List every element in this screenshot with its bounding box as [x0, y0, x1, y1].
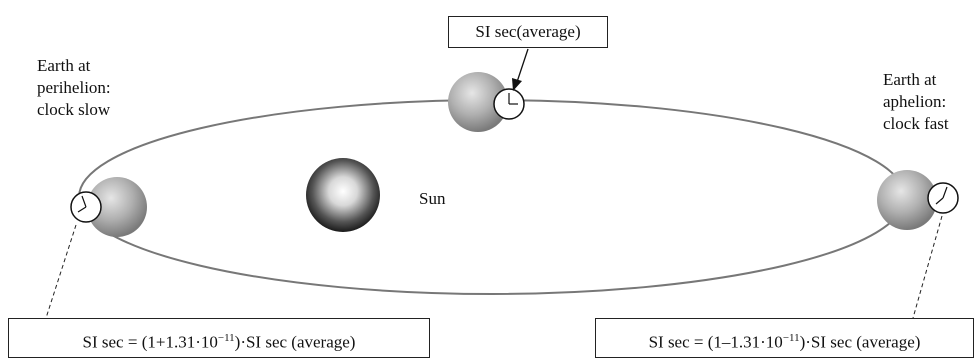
formula-right-suffix: )·SI sec (average) [800, 333, 921, 352]
formula-left-exponent: −11 [218, 332, 235, 344]
aphelion-label: Earth at aphelion: clock fast [883, 69, 949, 135]
aphelion-formula-box: SI sec = (1–1.31·10−11)·SI sec (average) [595, 318, 974, 358]
formula-left-prefix: SI sec = (1+1.31·10 [83, 333, 218, 352]
clock-average-icon [494, 89, 524, 119]
sun [306, 158, 380, 232]
formula-right-exponent: −11 [783, 332, 800, 344]
perihelion-label: Earth at perihelion: clock slow [37, 55, 111, 121]
perihelion-formula-box: SI sec = (1+1.31·10−11)·SI sec (average) [8, 318, 430, 358]
arrow-to-clock [512, 49, 528, 91]
average-second-box: SI sec(average) [448, 16, 608, 48]
dashed-leader-right [913, 216, 942, 318]
orbit-ellipse [79, 100, 905, 294]
clock-slow-icon [71, 192, 101, 222]
formula-right-prefix: SI sec = (1–1.31·10 [649, 333, 783, 352]
sun-label: Sun [419, 188, 445, 210]
clock-fast-icon [928, 183, 958, 213]
formula-left-suffix: )·SI sec (average) [235, 333, 356, 352]
dashed-leader-left [46, 225, 76, 318]
